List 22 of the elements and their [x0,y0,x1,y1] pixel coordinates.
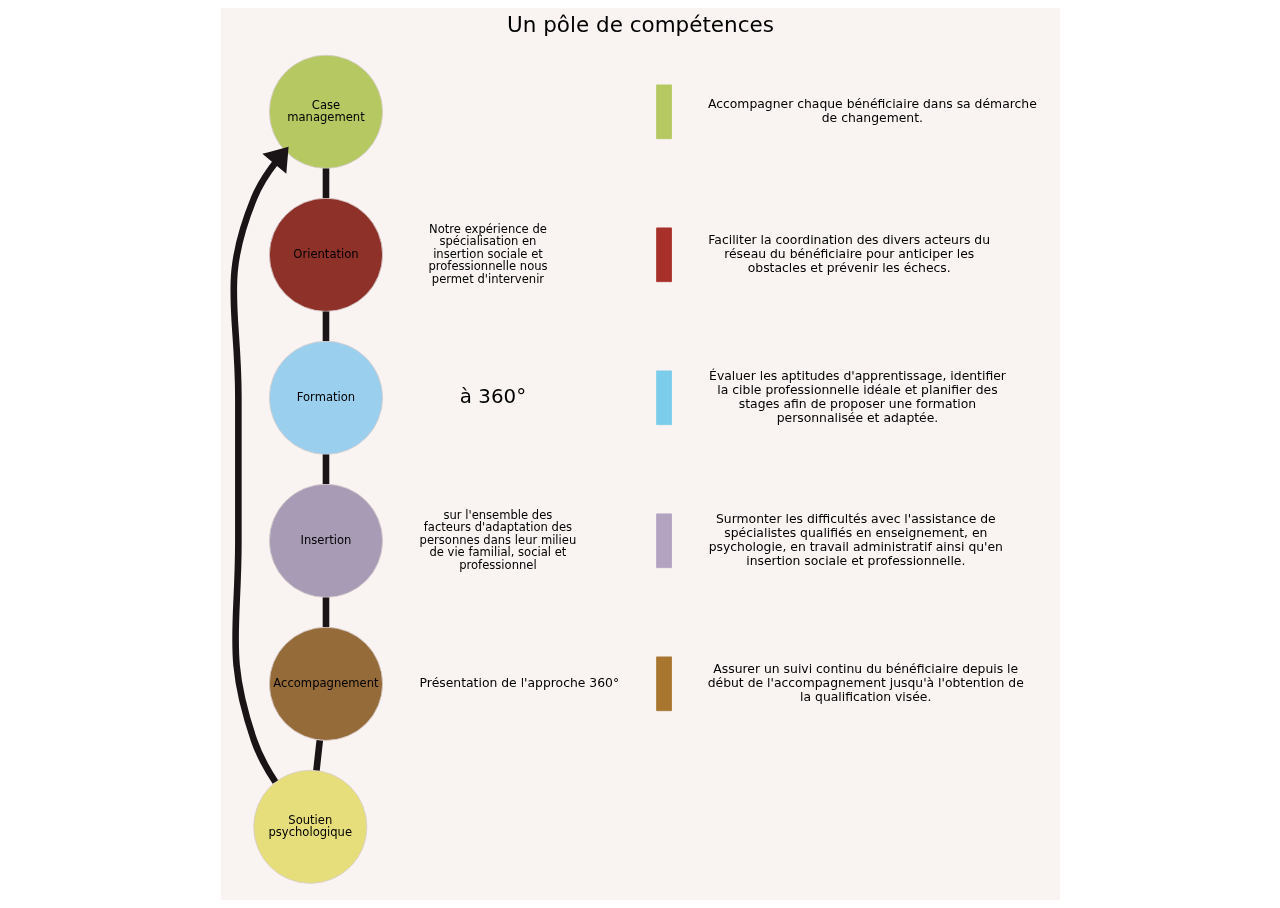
node-circle: Soutien psychologique [252,769,367,884]
connector [322,454,329,485]
arrow [229,146,289,784]
label: Notre expérience de spécialisation en insertion sociale et professionnelle nous permet d'intervenir [427,222,548,286]
label: Surmonter les difficultés avec l'assistance de spécialistes qualifiés en enseignement, en psychologie, en travail administratif ainsi qu'en insertion sociale et professionnelle. [708,510,1003,568]
node-circle: Formation [268,340,383,455]
label: à 360° [459,384,526,408]
node-circle: Accompagnement [268,626,383,741]
label: Accompagner chaque bénéficiaire dans sa démarche de changement. [707,95,1037,125]
label: Présentation de l'approche 360° [419,674,619,690]
connector [322,311,329,342]
connector [322,597,329,628]
label: Faciliter la coordination des divers acteurs du réseau du bénéficiaire pour anticiper les obstacles et prévenir les échecs. [707,231,990,275]
label: sur l'ensemble des facteurs d'adaptation des personnes dans leur milieu de vie familial, social et professionnel [419,508,576,572]
node-circle: Insertion [268,483,383,598]
node-circle: Case management [268,54,383,169]
connector [312,740,323,771]
connector [322,168,329,199]
label: Assurer un suivi continu du bénéficiaire depuis le début de l'accompagnement jusqu'à l'obtention de la qualification visée. [707,660,1024,704]
label: Évaluer les aptitudes d'apprentissage, identifier la cible professionnelle idéale et planifier des stages afin de proposer une formation personnalisée et adaptée. [708,367,1006,425]
diagram-title: Un pôle de compétences [506,11,774,37]
node-circle: Orientation [268,197,383,312]
